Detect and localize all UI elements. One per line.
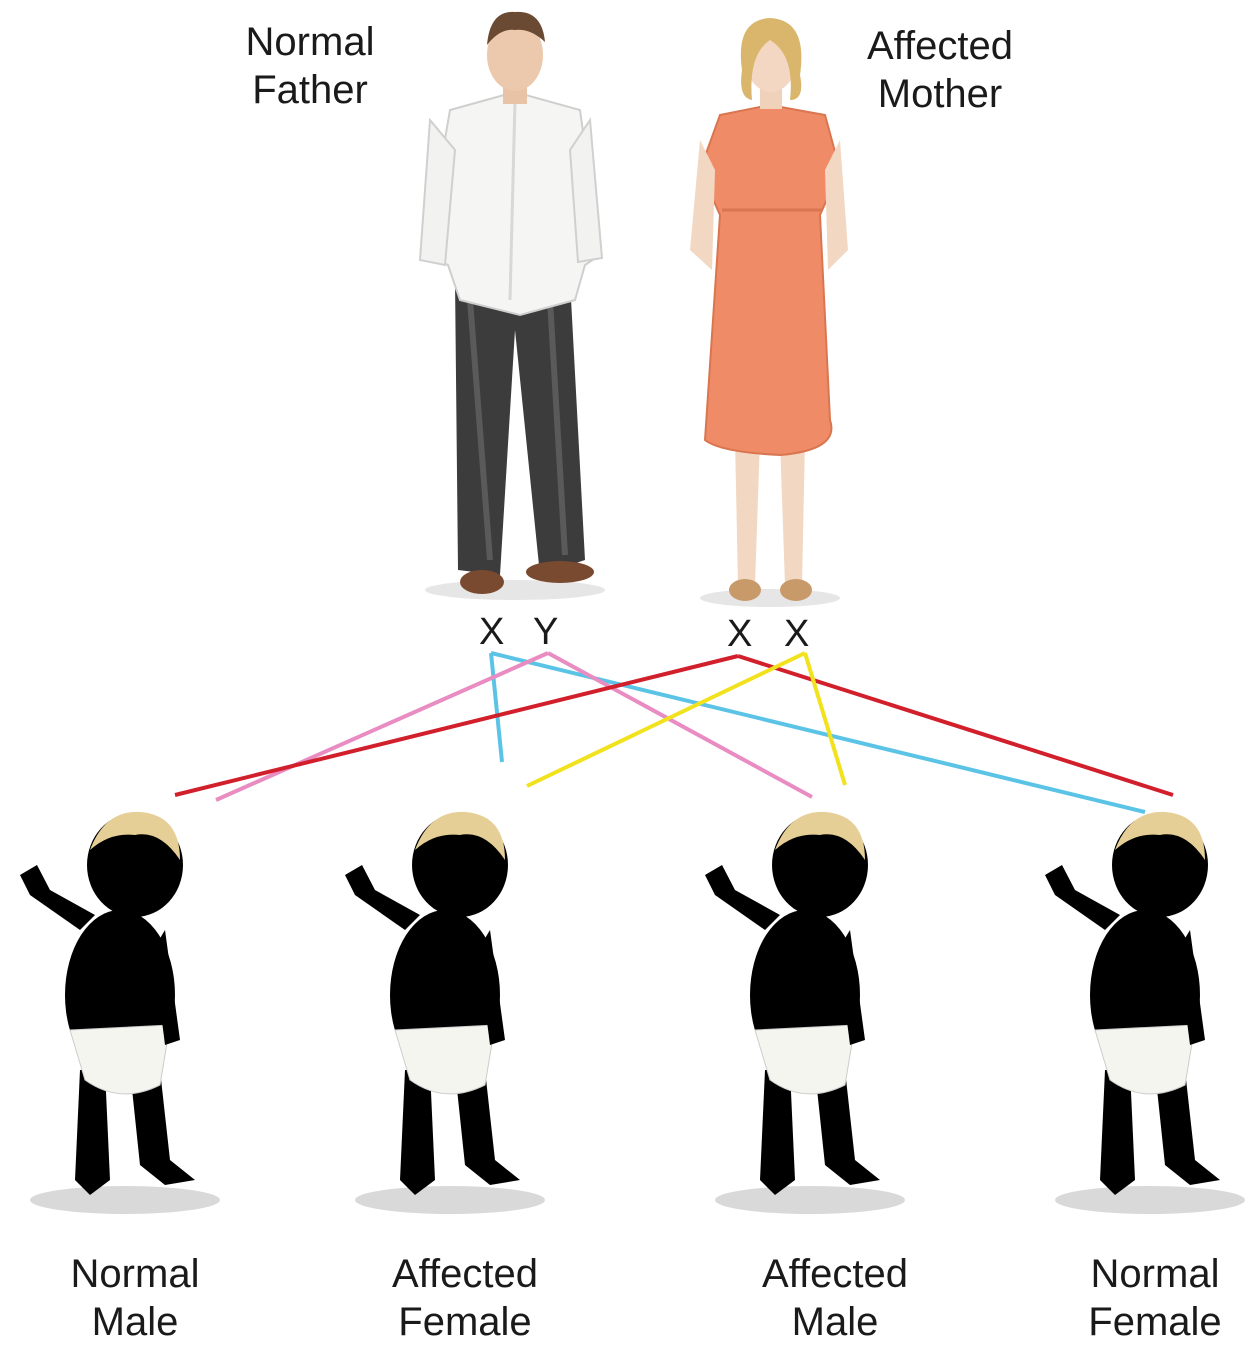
child-normal-female-figure <box>1045 812 1245 1214</box>
child-label-line1: Normal <box>40 1250 230 1298</box>
father-label-line1: Normal <box>225 18 395 66</box>
child-label-line1: Affected <box>735 1250 935 1298</box>
father-label: Normal Father <box>225 18 395 114</box>
child-normal-male-figure <box>20 812 220 1214</box>
child-label-affected-female: Affected Female <box>365 1250 565 1346</box>
child-label-line2: Male <box>735 1298 935 1346</box>
father-label-line2: Father <box>225 66 395 114</box>
child-affected-male-figure <box>705 812 905 1214</box>
mother-label-line1: Affected <box>845 22 1035 70</box>
child-label-line2: Male <box>40 1298 230 1346</box>
mother-chromosome-x2: X <box>784 614 809 654</box>
child-label-affected-male: Affected Male <box>735 1250 935 1346</box>
child-label-normal-male: Normal Male <box>40 1250 230 1346</box>
mother-figure <box>690 18 848 607</box>
mother-x1-line <box>175 656 1173 795</box>
father-chromosome-x: X <box>479 612 504 652</box>
father-chromosome-y: Y <box>533 612 558 652</box>
child-affected-female-figure <box>345 812 545 1214</box>
father-figure <box>420 12 605 600</box>
mother-label-line2: Mother <box>845 70 1035 118</box>
mother-chromosome-x1: X <box>727 614 752 654</box>
child-label-line1: Affected <box>365 1250 565 1298</box>
mother-label: Affected Mother <box>845 22 1035 118</box>
inheritance-lines <box>175 653 1173 812</box>
child-label-line2: Female <box>1060 1298 1250 1346</box>
child-label-line2: Female <box>365 1298 565 1346</box>
father-y-line <box>216 653 812 800</box>
child-label-normal-female: Normal Female <box>1060 1250 1250 1346</box>
child-label-line1: Normal <box>1060 1250 1250 1298</box>
